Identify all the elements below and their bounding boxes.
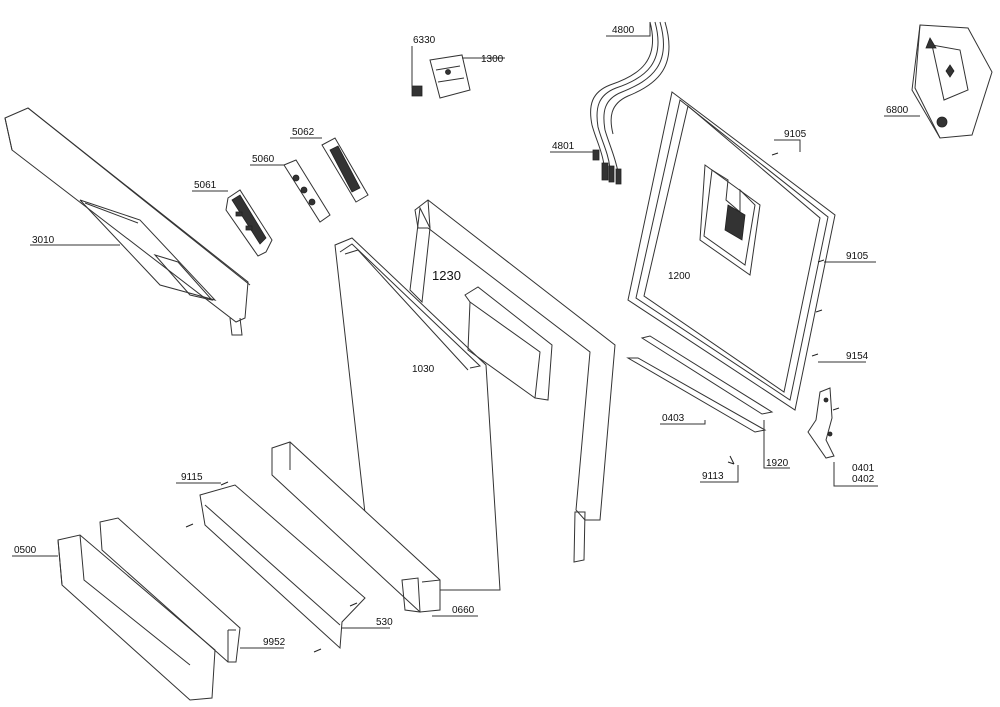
- label-9113: 9113: [702, 471, 724, 482]
- screws: [185, 152, 840, 653]
- label-5062: 5062: [292, 127, 315, 138]
- label-6800: 6800: [886, 105, 909, 116]
- screw-530b: [349, 602, 358, 607]
- screw-530a: [185, 523, 194, 528]
- label-0401: 0401: [852, 463, 875, 474]
- part-0500-base-trim: [57, 534, 216, 701]
- screw-hinge: [832, 407, 840, 411]
- label-0660: 0660: [452, 605, 475, 616]
- part-0660-kickplate: [271, 441, 441, 613]
- screw-9105a: [771, 152, 779, 156]
- label-3010: 3010: [32, 235, 55, 246]
- screw-mid: [815, 309, 823, 313]
- label-4801: 4801: [552, 141, 575, 152]
- part-530-plinth: [199, 484, 366, 650]
- part-5062-board: [321, 137, 369, 203]
- screw-530c: [313, 648, 322, 653]
- part-0401-hinge: [807, 387, 835, 459]
- label-0403: 0403: [662, 413, 685, 424]
- part-0403-strip: [626, 335, 774, 433]
- part-4800-wiring-harness: [590, 21, 670, 185]
- label-9115: 9115: [181, 472, 203, 483]
- label-1230: 1230: [432, 268, 461, 283]
- screw-9105b: [817, 259, 825, 263]
- label-9105-right: 9105: [846, 251, 869, 262]
- label-5061: 5061: [194, 180, 217, 191]
- part-3010-control-panel: [4, 107, 251, 336]
- label-6330: 6330: [413, 35, 436, 46]
- screw-9115: [220, 481, 229, 486]
- label-0402: 0402: [852, 474, 875, 485]
- label-9154: 9154: [846, 351, 869, 362]
- part-1300-bracket: [411, 54, 471, 99]
- screw-9154: [811, 353, 819, 357]
- label-1030: 1030: [412, 364, 435, 375]
- part-5060-board: [283, 159, 331, 223]
- part-9952-trim: [99, 517, 241, 663]
- part-6800-dispenser: [911, 24, 993, 139]
- label-1300: 1300: [481, 54, 504, 65]
- label-9952: 9952: [263, 637, 286, 648]
- part-5061-module: [225, 189, 273, 257]
- screw-9113: [727, 455, 735, 465]
- part-1230-door-frame: [409, 199, 616, 563]
- label-4800: 4800: [612, 25, 635, 36]
- label-0500: 0500: [14, 545, 37, 556]
- label-9105-top: 9105: [784, 129, 807, 140]
- leader-lines: [12, 22, 920, 649]
- label-5060: 5060: [252, 154, 275, 165]
- label-1920: 1920: [766, 458, 789, 469]
- label-530: 530: [376, 617, 393, 628]
- label-1200: 1200: [668, 271, 691, 282]
- part-1200-inner-door: [627, 91, 836, 411]
- part-labels: 6330 1300 4800 4801 6800 5062 5060 5061 …: [14, 25, 909, 648]
